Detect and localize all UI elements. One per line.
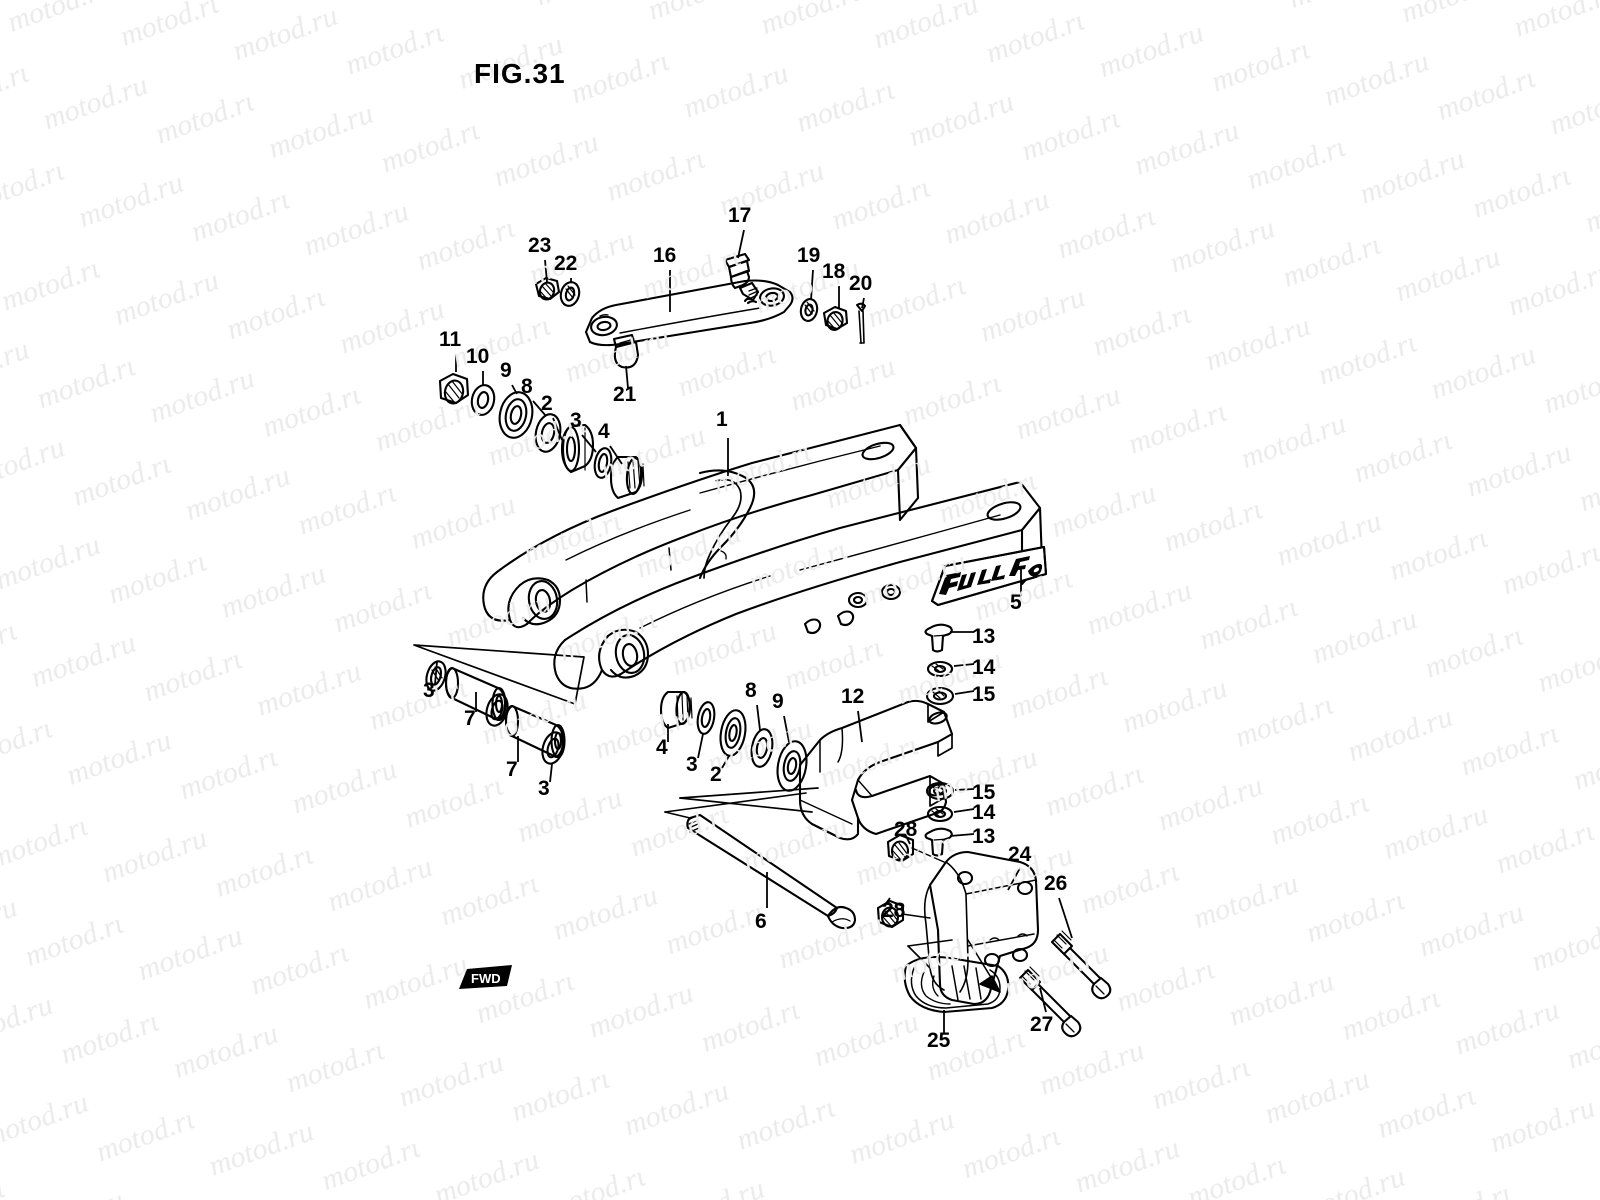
figure-title: FIG.31 xyxy=(474,58,566,89)
fwd-direction-marker: FWD xyxy=(457,963,515,998)
svg-text:FWD: FWD xyxy=(471,971,501,986)
